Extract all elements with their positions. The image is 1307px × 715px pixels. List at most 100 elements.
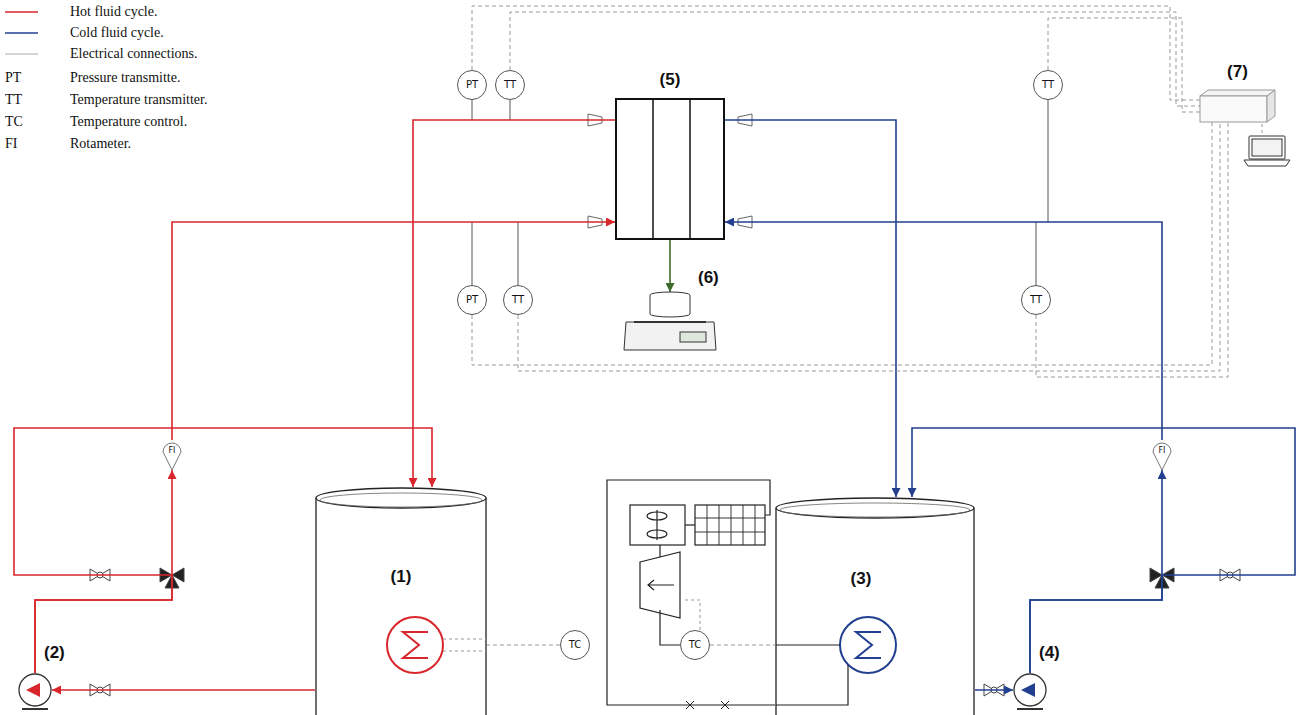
fan-symbol (656, 510, 657, 540)
permeate-flow (669, 240, 671, 292)
temperature-transmitter: TT (1021, 285, 1051, 315)
instrument-circle (504, 286, 533, 315)
pump-outline (18, 673, 52, 707)
daq-side (1267, 90, 1275, 122)
cold-pipe (725, 222, 1162, 440)
balance-pan (634, 321, 706, 323)
legend-text: Temperature control. (70, 113, 187, 131)
tank-rim (320, 493, 482, 507)
daq-outline (1200, 90, 1275, 122)
pump-base (1017, 708, 1043, 710)
refrigerant-line (776, 645, 848, 705)
abbreviation: PT (5, 69, 21, 87)
sensor-stem (510, 100, 511, 120)
hot-pipe (52, 689, 315, 691)
cold-pipe (912, 428, 1295, 673)
callout-number: (6) (698, 268, 790, 288)
instrument-tag: TT (503, 285, 533, 315)
rotameter: FI (161, 440, 183, 470)
legend-row: Pressure transmitte. (70, 69, 180, 87)
callout-number: (1) (315, 567, 487, 587)
instrument-circle (1022, 286, 1051, 315)
abbreviation: FI (5, 135, 17, 153)
tank-outline (315, 487, 487, 715)
fan-box (630, 505, 685, 545)
cold-pump: (4) (1013, 673, 1047, 707)
hot-line-sample (5, 11, 38, 13)
cold-pipe (725, 120, 896, 497)
legend-text: Pressure transmitte. (70, 69, 180, 87)
instrument-circle (561, 631, 590, 660)
callout-number: (3) (761, 569, 961, 589)
pump-body (19, 674, 51, 706)
hot-pipe (172, 222, 615, 440)
abbreviation: TC (5, 113, 23, 131)
pump-arrow (1021, 683, 1035, 697)
balance: (6) (624, 292, 716, 352)
cold-line-sample (5, 32, 38, 34)
cold-pipe (975, 689, 1013, 691)
pump-base (22, 708, 48, 710)
legend-abbreviation-row: TT (5, 91, 22, 109)
temperature-transmitter: TT (495, 70, 525, 100)
temperature-control: TC (680, 630, 710, 660)
sensor-stem (1036, 222, 1037, 285)
legend-abbreviation-row: PT (5, 69, 21, 87)
tank-rim (776, 498, 974, 518)
instrument-tag: TT (1021, 285, 1051, 315)
fan-symbol (647, 512, 667, 520)
expansion-mark (686, 701, 729, 709)
beaker (650, 295, 690, 317)
control-wire (682, 600, 700, 630)
instrument-tag: TT (495, 70, 525, 100)
legend-row: Temperature control. (70, 113, 187, 131)
compressor (640, 552, 680, 618)
condenser-coil (695, 505, 765, 545)
instrument-tag: TT (1033, 70, 1063, 100)
heater-coil (387, 617, 443, 673)
hot-pipe (413, 120, 615, 487)
pump-arrow (26, 683, 40, 697)
legend-abbreviation-row: TC (5, 113, 23, 131)
legend-row: Temperature transmitter. (70, 91, 207, 109)
sensor-stem (1048, 100, 1049, 222)
legend-row: Electrical connections. (70, 45, 198, 63)
hot-pipe (35, 470, 172, 673)
tank-rim (316, 488, 486, 508)
hot-pipe (14, 428, 432, 673)
balance-outline (624, 292, 716, 352)
signal-wire (472, 122, 1212, 365)
temperature-transmitter: TT (1033, 70, 1063, 100)
legend-row: Cold fluid cycle. (70, 24, 164, 42)
data-acquisition: (7) (1200, 90, 1275, 122)
daq-box (1200, 96, 1267, 122)
legend-text: Rotameter. (70, 135, 131, 153)
condenser-coil (695, 505, 765, 545)
module-outline (615, 98, 725, 240)
control-wire (443, 639, 486, 651)
signal-wire (710, 645, 775, 646)
instrument-circle (458, 286, 487, 315)
instrument-circle (1034, 71, 1063, 100)
sensor-stem (518, 222, 519, 285)
pump-outline (1013, 673, 1047, 707)
pressure-transmitter: PT (457, 285, 487, 315)
instrument-circle (496, 71, 525, 100)
balance-display (680, 332, 706, 342)
instrument-tag: FI (161, 440, 183, 462)
membrane (689, 99, 691, 239)
tank-wall (316, 498, 486, 715)
membrane-module: (5) (615, 98, 725, 240)
legend: Hot fluid cycle.Cold fluid cycle.Electri… (0, 0, 1, 1)
signal-wire (1262, 124, 1263, 136)
heater-coil (856, 632, 881, 658)
tank-wall (776, 508, 974, 715)
refrigerant-line (660, 610, 680, 645)
laptop-base (1244, 160, 1290, 166)
legend-row: Hot fluid cycle. (70, 3, 157, 21)
refrigerant-line (607, 480, 775, 705)
legend-text: Electrical connections. (70, 45, 198, 63)
laptop-screen (1252, 139, 1282, 156)
hot-pump: (2) (18, 673, 52, 707)
